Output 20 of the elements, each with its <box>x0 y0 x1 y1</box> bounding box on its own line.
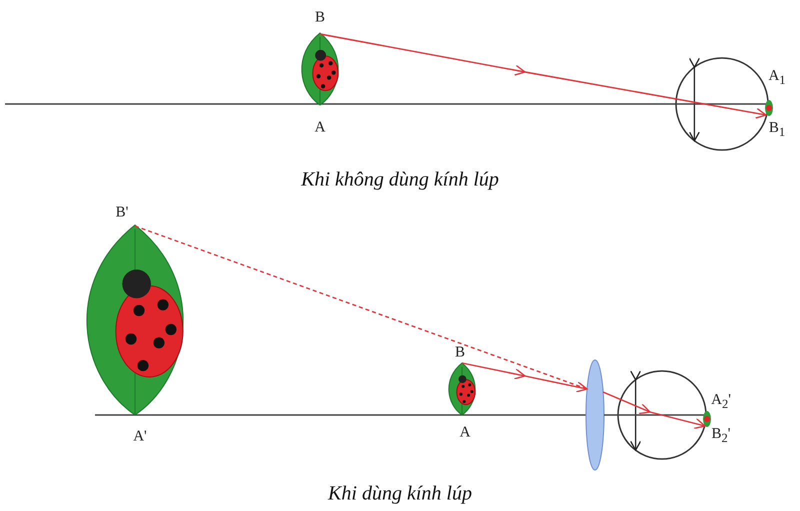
point-label: A$_{1}$ <box>768 68 786 88</box>
point-label: B$_{2}$' <box>712 426 730 446</box>
figure-caption: Khi dùng kính lúp <box>328 482 472 506</box>
point-label: A <box>460 424 470 442</box>
point-label: B <box>315 10 325 26</box>
point-label: B <box>455 344 465 362</box>
ladybug-on-leaf-drawing <box>448 362 476 416</box>
point-label: A' <box>133 428 147 446</box>
point-label: B$_{1}$ <box>768 120 786 140</box>
point-label: B' <box>116 204 128 222</box>
point-label: A <box>314 120 326 136</box>
figure-caption: Khi không dùng kính lúp <box>301 168 499 192</box>
eye-drawing <box>604 370 711 460</box>
light-ray-arrow <box>602 391 706 429</box>
point-label: A$_{2}$' <box>711 392 731 412</box>
light-ray-arrow <box>320 33 768 118</box>
lens-drawing <box>586 360 604 470</box>
light-ray-arrow <box>462 362 588 392</box>
ladybug-on-leaf-drawing <box>86 224 184 416</box>
ladybug-on-leaf-drawing <box>301 32 339 106</box>
